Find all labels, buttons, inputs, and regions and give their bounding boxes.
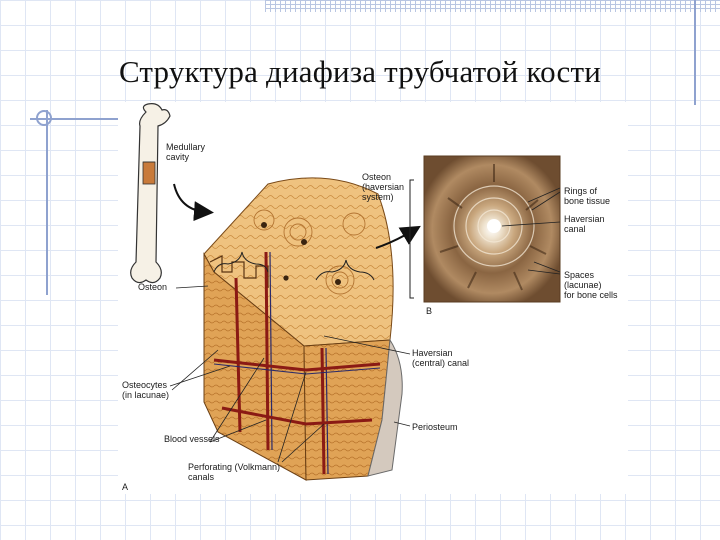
label-blood-vessels: Blood vessels	[164, 434, 220, 444]
decorative-horizontal-line	[30, 118, 160, 120]
label-haversian-canal-photo: Haversian canal	[564, 214, 605, 234]
bone-diagram-figure: Medullary cavity Osteon Osteon (haversia…	[118, 102, 628, 494]
label-osteocytes: Osteocytes (in lacunae)	[122, 380, 170, 400]
label-panel-a: A	[122, 482, 129, 492]
label-periosteum: Periosteum	[412, 422, 458, 432]
label-rings-of-bone-tissue: Rings of bone tissue	[564, 186, 611, 206]
label-osteon-haversian-system: Osteon (haversian system)	[362, 172, 405, 202]
label-osteon: Osteon	[138, 282, 168, 292]
slide-title: Структура диафиза трубчатой кости	[118, 54, 602, 89]
label-spaces-lacunae: Spaces (lacunae) for bone cells	[564, 270, 618, 300]
femur-icon	[130, 103, 171, 284]
label-panel-b: B	[426, 306, 433, 316]
decorative-top-band	[265, 0, 720, 12]
label-medullary-cavity: Medullary cavity	[166, 142, 206, 162]
bone-diagram-illustration	[130, 103, 561, 481]
label-haversian-central-canal: Haversian (central) canal	[412, 348, 470, 368]
decorative-right-line	[694, 0, 696, 105]
decorative-left-line	[46, 110, 48, 295]
decorative-circle-bullet	[36, 110, 52, 126]
label-perforating-canals: Perforating (Volkmann) canals	[188, 462, 281, 482]
